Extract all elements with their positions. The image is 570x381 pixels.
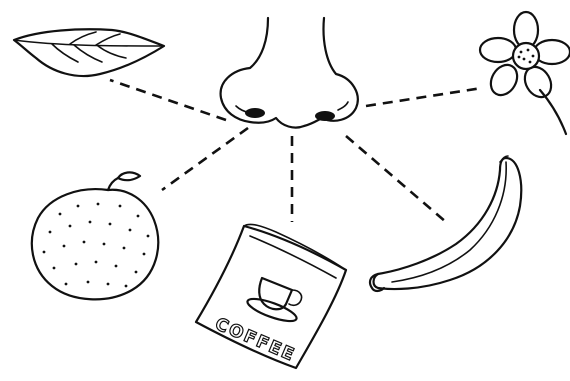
line-to-flower <box>366 88 482 106</box>
coffee-can: COFFEE <box>196 224 346 368</box>
banana <box>370 156 521 291</box>
coffee-cup-icon <box>245 278 301 325</box>
right-nostril <box>315 111 335 121</box>
line-to-banana <box>346 136 446 222</box>
line-to-leaf <box>110 80 226 120</box>
orange-peel-dots <box>43 203 150 288</box>
coffee-label: COFFEE <box>212 314 298 366</box>
flower <box>480 12 570 134</box>
nose <box>221 18 358 128</box>
line-to-orange <box>162 128 248 190</box>
leaf <box>14 29 164 76</box>
orange <box>32 172 158 299</box>
connector-lines <box>110 80 482 222</box>
